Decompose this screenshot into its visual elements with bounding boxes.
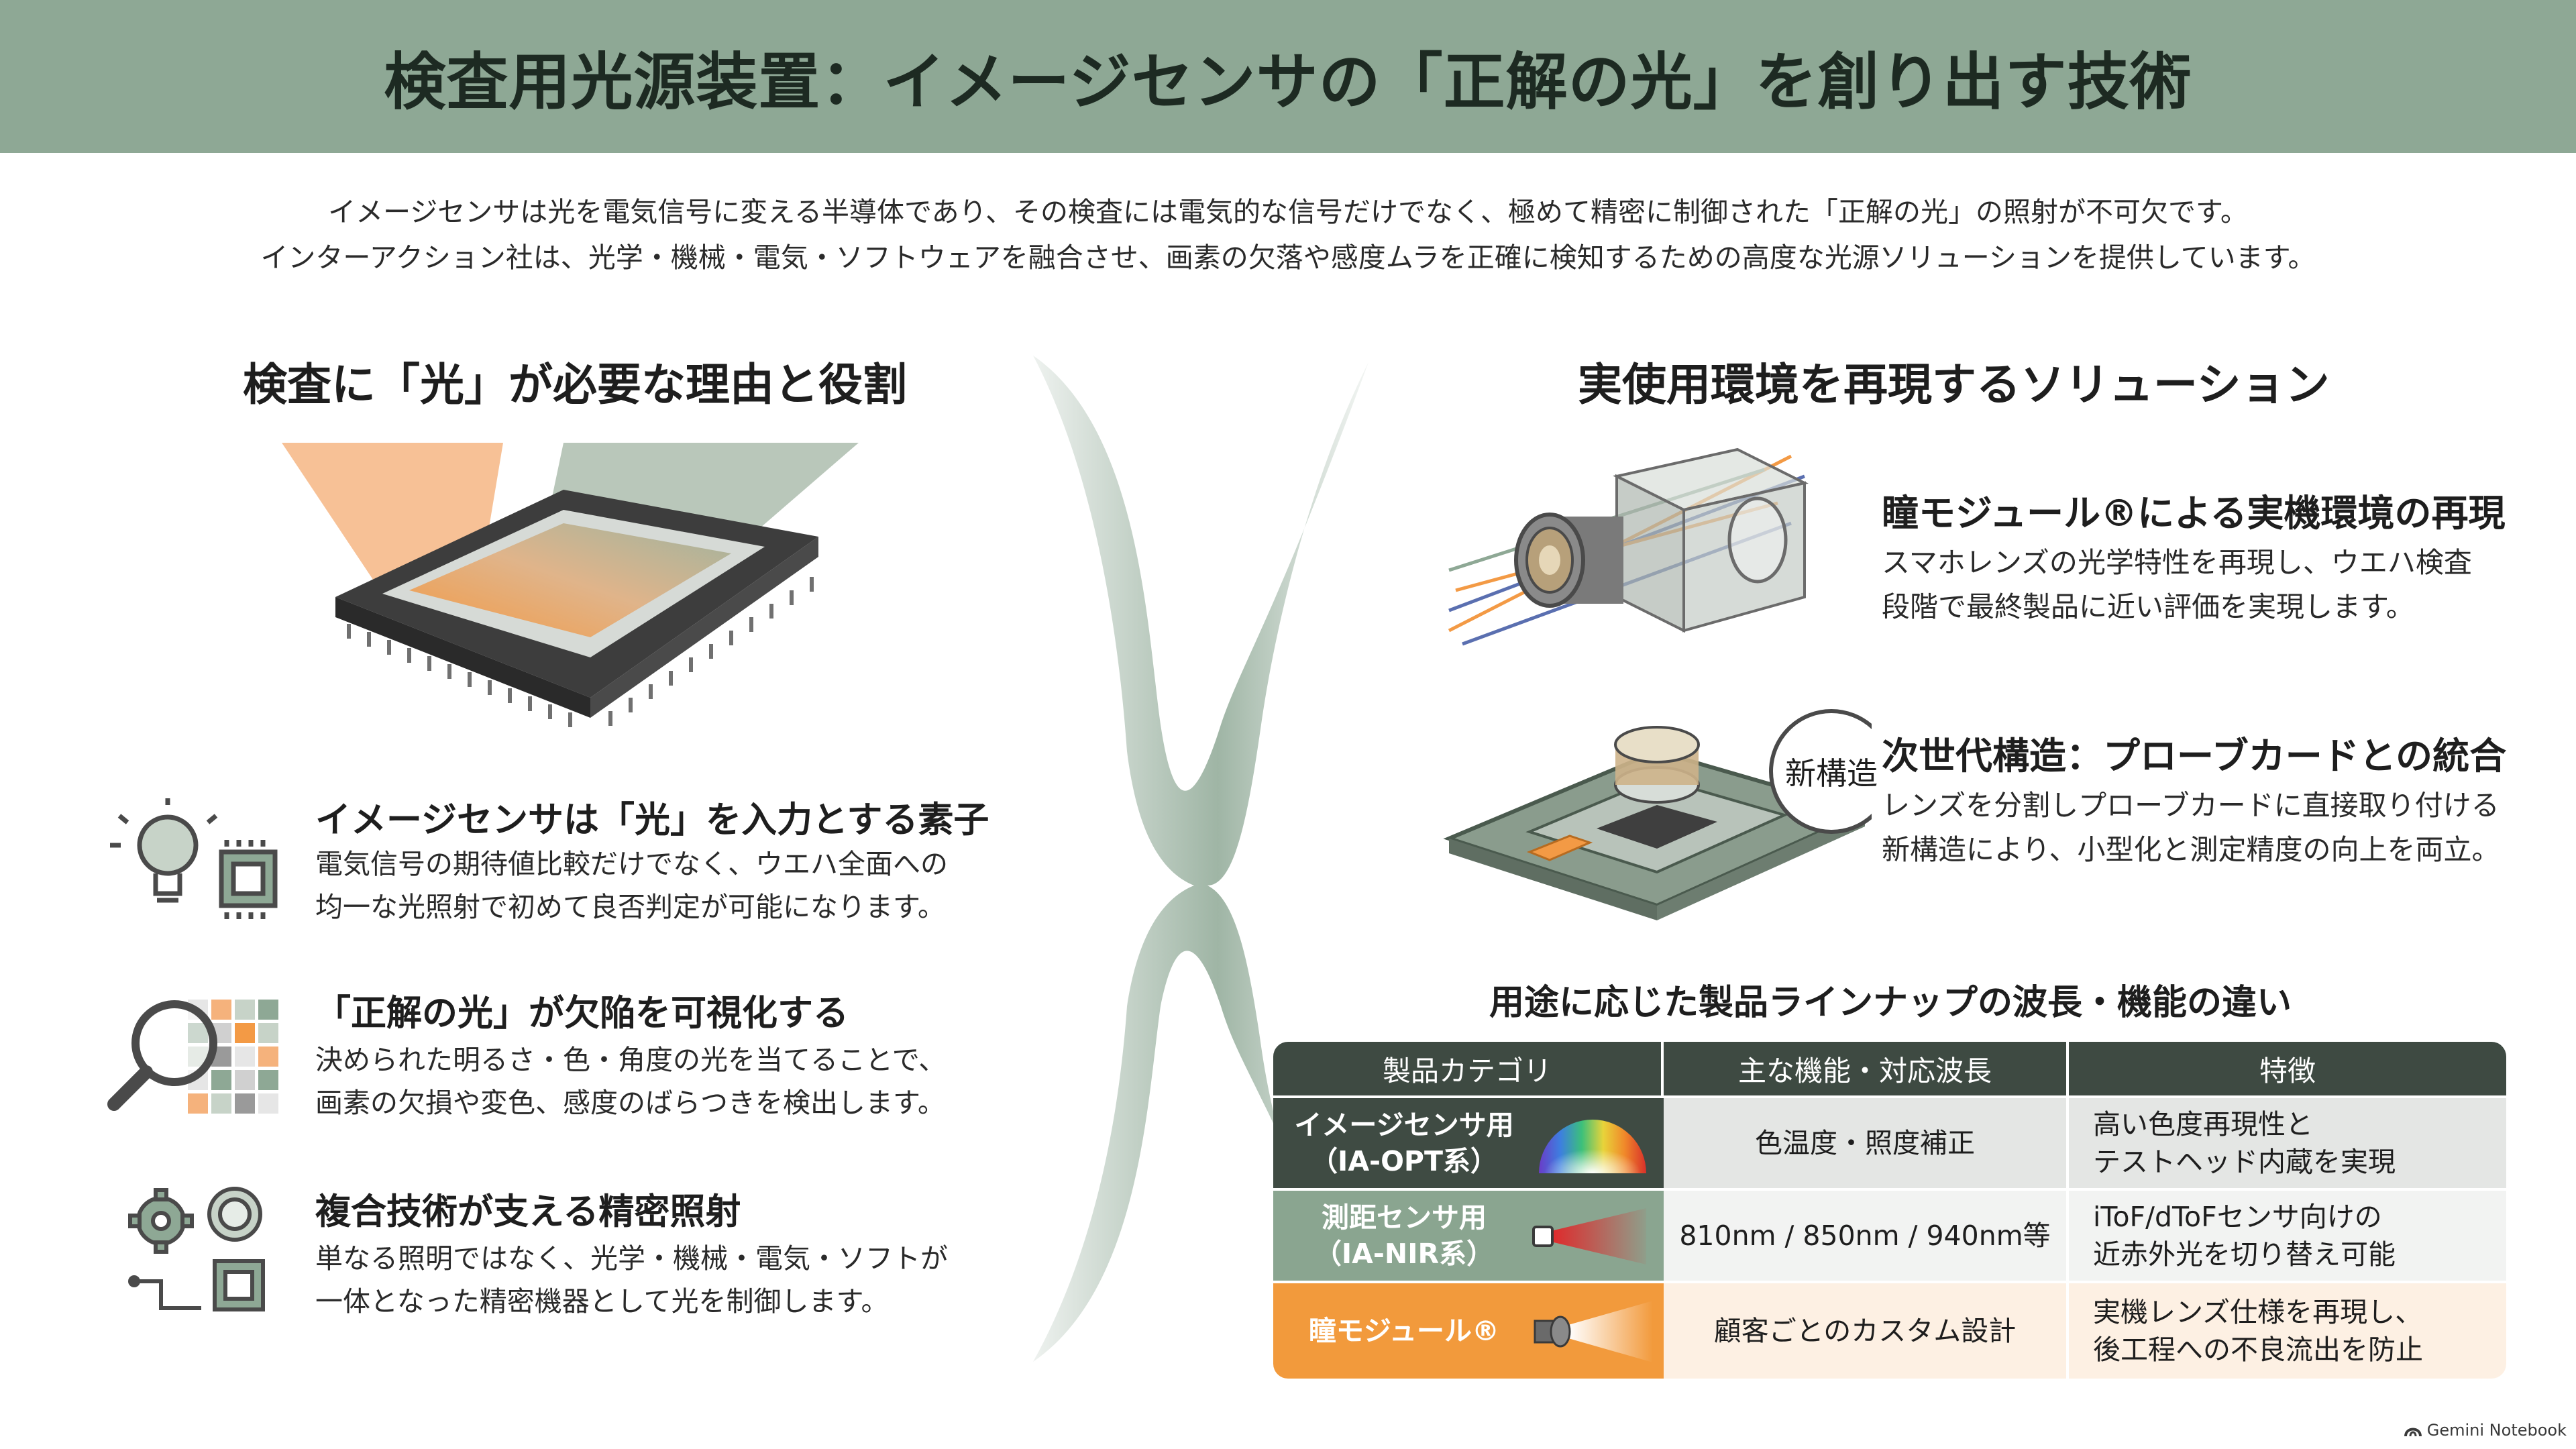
page-title: 検査用光源装置：イメージセンサの「正解の光」を創り出す技術 xyxy=(384,46,2192,118)
product-lineup-table: 製品カテゴリ 主な機能・対応波長 特徴 イメージセンサ用 （IA-OPT系） 色… xyxy=(1273,1042,2506,1379)
feature-desc-2-line-2: 画素の欠損や変色、感度のばらつきを検出します。 xyxy=(315,1087,945,1119)
row-1-category-line-1: イメージセンサ用 xyxy=(1294,1109,1514,1141)
table-row-1-feature: 高い色度再現性と テストヘッド内蔵を実現 xyxy=(2069,1098,2506,1188)
feature-desc-1-line-2: 均一な光照射で初めて良否判定が可能になります。 xyxy=(315,891,945,923)
table-header-function: 主な機能・対応波長 xyxy=(1664,1042,2066,1095)
row-3-feature-line-1: 実機レンズ仕様を再現し、 xyxy=(2093,1296,2423,1328)
new-structure-badge-circle xyxy=(1769,709,1872,834)
row-2-category-line-1: 測距センサ用 xyxy=(1322,1201,1487,1234)
probe-card-illustration xyxy=(1443,709,1872,920)
feature-title-3: 複合技術が支える精密照射 xyxy=(315,1191,741,1232)
table-row-3-feature: 実機レンズ仕様を再現し、 後工程への不良流出を防止 xyxy=(2069,1283,2506,1379)
notebook-logo-icon xyxy=(2404,1428,2422,1437)
image-sensor-chip-illustration xyxy=(282,443,859,727)
gear-lens-chip-icon xyxy=(128,1187,265,1311)
feature-title-1: イメージセンサは「光」を入力とする素子 xyxy=(315,800,989,841)
row-3-feature-line-2: 後工程への不良流出を防止 xyxy=(2093,1334,2423,1366)
right-item-title-1: 瞳モジュール®による実機環境の再現 xyxy=(1882,492,2506,535)
row-1-feature-line-2: テストヘッド内蔵を実現 xyxy=(2093,1146,2396,1178)
footer-logo-text: Gemini Notebook xyxy=(2426,1421,2567,1440)
row-1-category-line-2: （IA-OPT系） xyxy=(1310,1145,1498,1177)
right-item-desc-2: レンズを分割しプローブカードに直接取り付ける 新構造により、小型化と測定精度の向… xyxy=(1882,784,2500,872)
new-structure-badge: 新構造 xyxy=(1785,755,1878,792)
right-item-desc-1-line-2: 段階で最終製品に近い評価を実現します。 xyxy=(1882,590,2414,623)
table-row-1-category: イメージセンサ用 （IA-OPT系） xyxy=(1273,1098,1664,1188)
sensor-surface xyxy=(409,523,731,637)
feature-desc-3-line-2: 一体となった精密機器として光を制御します。 xyxy=(315,1285,889,1318)
left-section-heading: 検査に「光」が必要な理由と役割 xyxy=(243,359,907,411)
intro-text: イメージセンサは光を電気信号に変える半導体であり、その検査には電気的な信号だけで… xyxy=(0,189,2576,280)
pupil-module-camera-illustration xyxy=(1448,447,1809,646)
magnifier-pixel-grid-icon xyxy=(107,1000,278,1114)
right-item-desc-2-line-1: レンズを分割しプローブカードに直接取り付ける xyxy=(1882,789,2500,822)
table-row-1-function: 色温度・照度補正 xyxy=(1664,1098,2066,1188)
infrared-emitter-icon xyxy=(1532,1208,1646,1265)
row-2-feature-line-2: 近赤外光を切り替え可能 xyxy=(2093,1238,2396,1271)
right-section-heading: 実使用環境を再現するソリューション xyxy=(1578,359,2330,411)
table-row-2-category: 測距センサ用 （IA-NIR系） xyxy=(1273,1191,1664,1281)
feature-desc-2: 決められた明るさ・色・角度の光を当てることで、 画素の欠損や変色、感度のばらつき… xyxy=(315,1038,946,1124)
row-3-category-line-1: 瞳モジュール® xyxy=(1308,1315,1500,1347)
table-row-3-category: 瞳モジュール® xyxy=(1273,1283,1664,1379)
feature-title-2: 「正解の光」が欠陥を可視化する xyxy=(315,993,849,1034)
right-item-desc-2-line-2: 新構造により、小型化と測定精度の向上を両立。 xyxy=(1882,833,2500,866)
table-row-2-feature: iToF/dToFセンサ向けの 近赤外光を切り替え可能 xyxy=(2069,1191,2506,1281)
central-brace-graphic xyxy=(1033,356,1368,1362)
table-row-2-function: 810nm / 850nm / 940nm等 xyxy=(1664,1191,2066,1281)
row-2-feature-line-1: iToF/dToFセンサ向けの xyxy=(2093,1201,2382,1233)
feature-desc-1: 電気信号の期待値比較だけでなく、ウエハ全面への 均一な光照射で初めて良否判定が可… xyxy=(315,843,948,928)
feature-desc-3-line-1: 単なる照明ではなく、光学・機械・電気・ソフトが xyxy=(315,1242,948,1275)
intro-line-1: イメージセンサは光を電気信号に変える半導体であり、その検査には電気的な信号だけで… xyxy=(328,196,2248,228)
table-row-3-function: 顧客ごとのカスタム設計 xyxy=(1664,1283,2066,1379)
table-header-feature: 特徴 xyxy=(2069,1042,2506,1095)
row-2-category-line-2: （IA-NIR系） xyxy=(1313,1238,1495,1270)
feature-desc-1-line-1: 電気信号の期待値比較だけでなく、ウエハ全面への xyxy=(315,848,948,880)
table-header-category: 製品カテゴリ xyxy=(1273,1042,1661,1095)
lightbulb-chip-icon xyxy=(110,798,278,919)
color-spectrum-icon xyxy=(1539,1120,1646,1173)
right-item-desc-1: スマホレンズの光学特性を再現し、ウエハ検査 段階で最終製品に近い評価を実現します… xyxy=(1882,541,2472,629)
title-banner xyxy=(0,0,2576,153)
pupil-module-light-icon xyxy=(1534,1301,1653,1362)
row-1-feature-line-1: 高い色度再現性と xyxy=(2093,1108,2313,1140)
feature-desc-2-line-1: 決められた明るさ・色・角度の光を当てることで、 xyxy=(315,1044,947,1076)
intro-line-2: インターアクション社は、光学・機械・電気・ソフトウェアを融合させ、画素の欠落や感… xyxy=(260,241,2316,274)
chip-pins xyxy=(347,577,814,727)
footer-logo: Gemini Notebook xyxy=(2404,1421,2567,1440)
feature-desc-3: 単なる照明ではなく、光学・機械・電気・ソフトが 一体となった精密機器として光を制… xyxy=(315,1237,948,1323)
product-table-heading: 用途に応じた製品ラインナップの波長・機能の違い xyxy=(1489,983,2292,1023)
right-item-title-2: 次世代構造：プローブカードとの統合 xyxy=(1882,735,2507,777)
right-item-desc-1-line-1: スマホレンズの光学特性を再現し、ウエハ検査 xyxy=(1882,546,2472,579)
